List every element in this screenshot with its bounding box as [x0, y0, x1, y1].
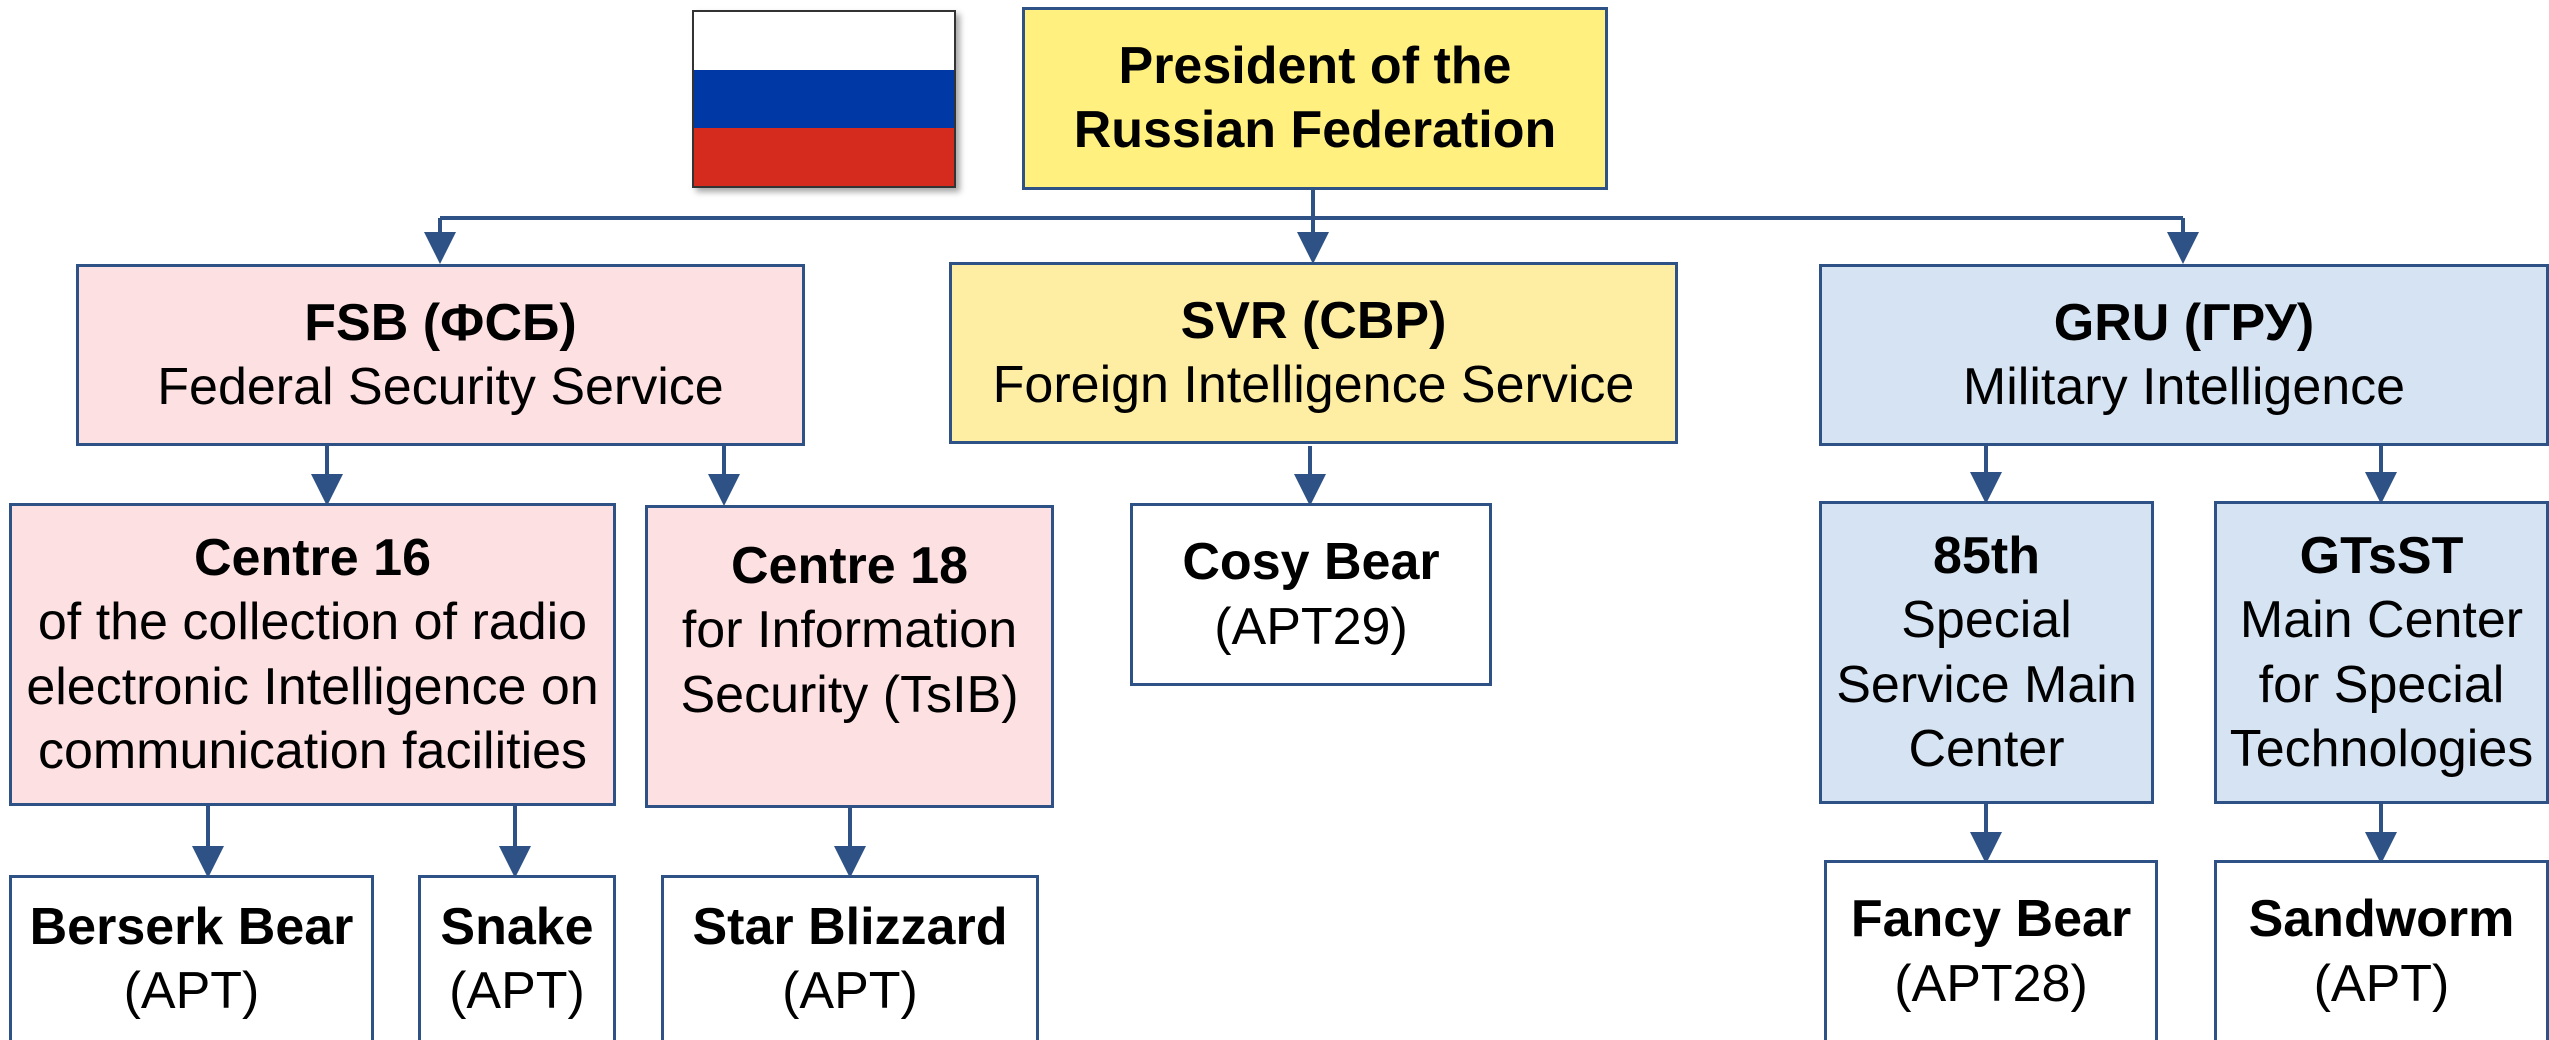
berserk-bear-name: Berserk Bear: [29, 897, 354, 956]
gru-title: GRU (ГРУ): [2053, 293, 2315, 352]
fsb-subtitle: Federal Security Service: [157, 358, 724, 416]
centre16-line: communication facilities: [37, 721, 588, 780]
centre18-title: Centre 18: [731, 537, 968, 595]
flag-stripe-blue: [694, 70, 954, 128]
centre16-title: Centre 16: [194, 528, 431, 587]
gtsst-line: for Special: [2258, 655, 2505, 714]
svr-subtitle: Foreign Intelligence Service: [992, 356, 1635, 414]
centre16-line: of the collection of radio: [37, 593, 588, 652]
gtsst-line: Main Center: [2239, 591, 2524, 650]
gtsst-node: GTsST Main Center for Special Technologi…: [2214, 501, 2549, 804]
berserk-bear-tag: (APT): [123, 962, 260, 1020]
flag-stripe-white: [694, 12, 954, 70]
sandworm-node: Sandworm (APT): [2214, 860, 2549, 1040]
star-blizzard-tag: (APT): [782, 962, 918, 1020]
fancy-bear-name: Fancy Bear: [1850, 890, 2132, 949]
snake-node: Snake (APT): [418, 875, 616, 1040]
centre16-line: electronic Intelligence on: [26, 657, 599, 716]
president-title-line1: President of the: [1118, 37, 1512, 96]
star-blizzard-node: Star Blizzard (APT): [661, 875, 1039, 1040]
fsb-title: FSB (ФСБ): [304, 293, 577, 352]
russian-flag-icon: [692, 10, 956, 188]
cosy-bear-name: Cosy Bear: [1182, 533, 1440, 592]
centre18-line: for Information: [681, 601, 1018, 660]
gru-subtitle: Military Intelligence: [1962, 358, 2406, 416]
snake-name: Snake: [440, 897, 594, 956]
berserk-bear-node: Berserk Bear (APT): [9, 875, 374, 1040]
centre18-node: Centre 18 for Information Security (TsIB…: [645, 505, 1054, 808]
fancy-bear-node: Fancy Bear (APT28): [1824, 860, 2158, 1040]
unit85-title: 85th: [1933, 526, 2040, 585]
centre18-line: Security (TsIB): [680, 665, 1019, 724]
unit85-line: Service Main: [1836, 655, 2137, 714]
president-title-line2: Russian Federation: [1073, 100, 1557, 159]
gtsst-line: Technologies: [2229, 719, 2534, 778]
sandworm-tag: (APT): [2313, 954, 2450, 1013]
flag-stripe-red: [694, 128, 954, 186]
fsb-node: FSB (ФСБ) Federal Security Service: [76, 264, 805, 446]
gru-node: GRU (ГРУ) Military Intelligence: [1819, 264, 2549, 446]
svr-title: SVR (СВР): [1180, 291, 1447, 350]
unit85-node: 85th Special Service Main Center: [1819, 501, 2154, 804]
star-blizzard-name: Star Blizzard: [692, 897, 1008, 956]
svr-node: SVR (СВР) Foreign Intelligence Service: [949, 262, 1678, 444]
president-node: President of the Russian Federation: [1022, 7, 1608, 190]
fancy-bear-tag: (APT28): [1894, 954, 2088, 1013]
cosy-bear-node: Cosy Bear (APT29): [1130, 503, 1492, 686]
centre16-node: Centre 16 of the collection of radio ele…: [9, 503, 616, 806]
gtsst-title: GTsST: [2299, 526, 2464, 585]
unit85-line: Center: [1908, 719, 2065, 778]
unit85-line: Special: [1901, 591, 2072, 650]
snake-tag: (APT): [449, 962, 585, 1020]
cosy-bear-tag: (APT29): [1214, 597, 1408, 656]
sandworm-name: Sandworm: [2248, 890, 2515, 949]
